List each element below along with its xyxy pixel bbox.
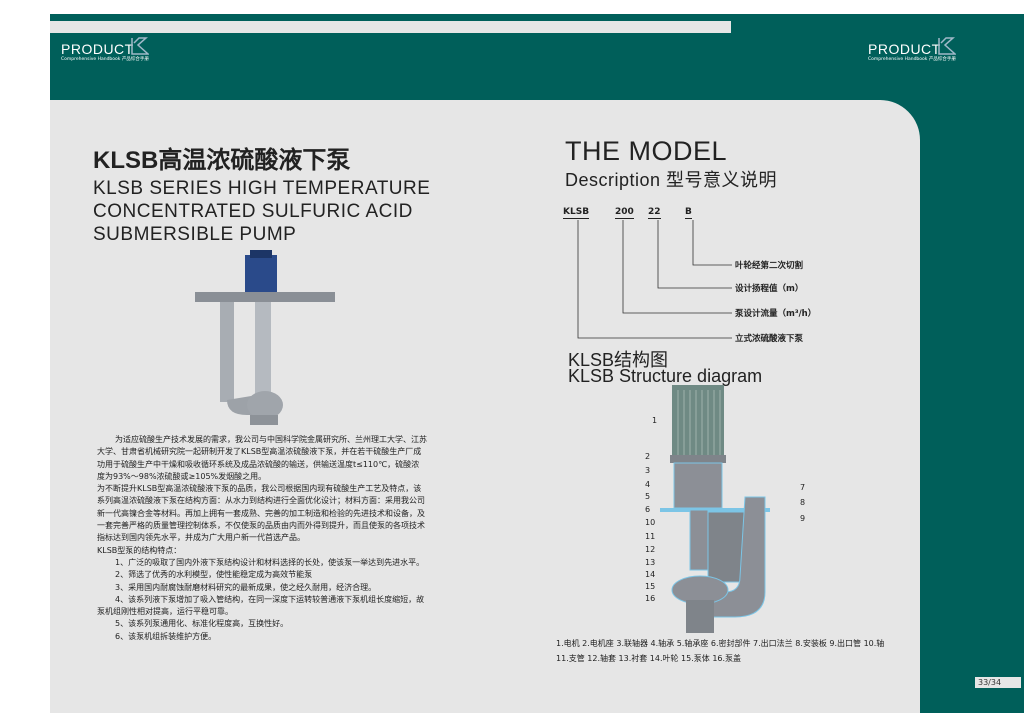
callout: 13 — [645, 558, 656, 567]
feature-item: 4、该系列液下泵增加了吸入管结构，在同一深度下运转较普通液下泵机组长度缩短，故泵… — [97, 594, 425, 617]
brand-left: PRODUCT Comprehensive Handbook 产品综合手册 — [61, 37, 149, 62]
meaning-impeller: 叶轮经第二次切割 — [735, 261, 804, 271]
code-impeller: B — [685, 207, 692, 219]
callout: 6 — [645, 505, 651, 514]
callout: 15 — [645, 582, 656, 591]
header-strip — [50, 21, 731, 33]
callout: 7 — [800, 483, 806, 492]
code-series: KLSB — [563, 207, 590, 219]
callout: 11 — [645, 532, 656, 541]
product-description: 为适应硫酸生产技术发展的需求，我公司与中国科学院金属研究所、兰州理工大学、江苏大… — [97, 434, 427, 643]
callout: 9 — [800, 514, 806, 523]
structure-title-cn: KLSB结构图 — [568, 350, 669, 370]
koden-logo-icon — [938, 37, 956, 55]
brand-right: PRODUCT Comprehensive Handbook 产品综合手册 — [868, 37, 956, 62]
title-line: KLSB SERIES HIGH TEMPERATURE — [93, 178, 431, 199]
parts-legend: 1.电机 2.电机座 3.联轴器 4.轴承 5.轴承座 6.密封部件 7.出口法… — [556, 639, 885, 663]
paragraph: 为不断提升KLSB型高温浓硫酸液下泵的品质，我公司根据国内现有硫酸生产工艺及特点… — [97, 484, 425, 543]
code-flow: 200 — [615, 207, 634, 219]
brand-title: PRODUCT — [868, 41, 941, 57]
meaning-series: 立式浓硫酸液下泵 — [735, 334, 804, 344]
callout: 1 — [652, 416, 658, 425]
callout: 4 — [645, 480, 651, 489]
meaning-flow: 泵设计流量（m³/h） — [735, 309, 817, 319]
feature-item: 5、该系列泵通用化、标准化程度高，互换性好。 — [115, 619, 289, 629]
callout: 2 — [645, 452, 651, 461]
brand-title: PRODUCT — [61, 41, 134, 57]
koden-logo-icon — [131, 37, 149, 55]
callout: 12 — [645, 545, 656, 554]
structure-title-en: KLSB Structure diagram — [568, 366, 763, 386]
structure-diagram — [660, 385, 770, 633]
product-title-cn: KLSB高温浓硫酸液下泵 — [93, 147, 351, 174]
feature-item: 2、筛选了优秀的水利模型，使性能稳定成为高效节能泵 — [115, 570, 313, 580]
title-line: CONCENTRATED SULFURIC ACID — [93, 201, 413, 222]
features-title: KLSB型泵的结构特点： — [97, 545, 182, 555]
model-connector-lines — [577, 220, 732, 339]
model-title: THE MODEL — [565, 136, 728, 166]
meaning-head: 设计扬程值（m） — [735, 284, 804, 294]
product-title-en: KLSB SERIES HIGH TEMPERATURE CONCENTRATE… — [93, 177, 430, 246]
feature-item: 3、采用国内耐腐蚀耐磨材料研究的最新成果，使之经久耐用，经济合理。 — [115, 582, 377, 592]
code-head: 22 — [648, 207, 661, 219]
model-subtitle: Description 型号意义说明 — [565, 170, 778, 190]
feature-item: 1、广泛的吸取了国内外液下泵结构设计和材料选择的长处，使该泵一举达到先进水平。 — [115, 557, 425, 567]
brand-subtitle: Comprehensive Handbook 产品综合手册 — [61, 57, 149, 62]
callout: 16 — [645, 594, 656, 603]
content-panel — [50, 100, 920, 713]
callout: 5 — [645, 492, 651, 501]
callout: 14 — [645, 570, 656, 579]
page-number: 33/34 — [975, 677, 1021, 688]
paragraph: 为适应硫酸生产技术发展的需求，我公司与中国科学院金属研究所、兰州理工大学、江苏大… — [97, 435, 427, 481]
title-line: SUBMERSIBLE PUMP — [93, 224, 297, 245]
brand-subtitle: Comprehensive Handbook 产品综合手册 — [868, 57, 956, 62]
callout: 10 — [645, 518, 656, 527]
feature-item: 6、该泵机组拆装维护方便。 — [115, 631, 217, 641]
callout: 8 — [800, 498, 806, 507]
pump-photo — [195, 250, 335, 425]
callout: 3 — [645, 466, 651, 475]
